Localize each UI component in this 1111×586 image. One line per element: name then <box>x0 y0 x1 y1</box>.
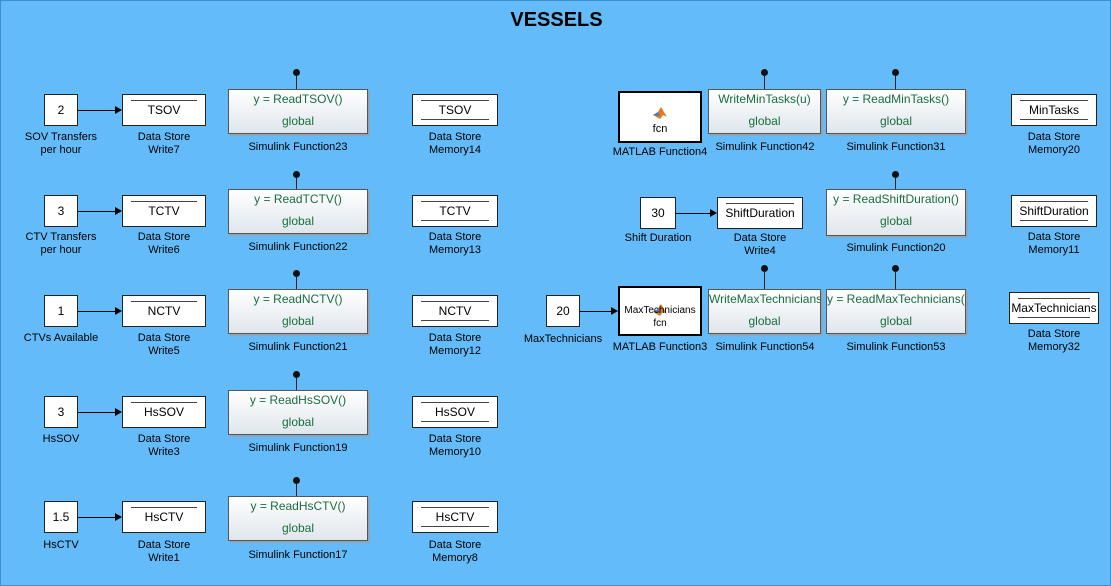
function-trigger-port <box>892 265 899 272</box>
signal-line <box>78 311 115 312</box>
signal-line <box>580 311 611 312</box>
data-store-write-label: Data Store Write7 <box>137 131 191 156</box>
matlab-function-label: MATLAB Function4 <box>612 146 708 158</box>
data-store-memory[interactable]: HsCTV <box>412 501 498 533</box>
data-store-write-label: Data Store Write4 <box>733 232 787 257</box>
simulink-function-block[interactable]: y = ReadTCTV()global <box>228 189 368 234</box>
data-store-write-label: Data Store Write6 <box>137 231 191 256</box>
function-trigger-port <box>761 265 768 272</box>
simulink-function-label: Simulink Function22 <box>248 241 348 253</box>
data-store-memory-label: Data Store Memory12 <box>428 332 482 357</box>
simulink-function-label: Simulink Function21 <box>248 341 348 353</box>
constant-label: Shift Duration <box>624 232 692 244</box>
matlab-function-block[interactable]: fcn <box>618 91 702 143</box>
data-store-write[interactable]: NCTV <box>122 295 206 327</box>
data-store-write[interactable]: TCTV <box>122 195 206 227</box>
constant-block[interactable]: 30 <box>640 197 676 229</box>
function-trigger-port <box>892 171 899 178</box>
data-store-memory[interactable]: MaxTechnicians <box>1009 292 1099 324</box>
constant-label: HsSOV <box>42 433 80 445</box>
simulink-function-block[interactable]: y = ReadHsSOV()global <box>228 390 368 435</box>
simulink-function-block[interactable]: WriteMaxTechnicians(u)global <box>708 289 821 334</box>
signal-arrow <box>115 408 122 416</box>
function-trigger-port <box>293 270 300 277</box>
data-store-memory-label: Data Store Memory14 <box>428 131 482 156</box>
simulink-function-block[interactable]: y = ReadNCTV()global <box>228 289 368 334</box>
signal-arrow <box>115 307 122 315</box>
simulink-function-label: Simulink Function20 <box>846 242 946 254</box>
simulink-function-label: Simulink Function17 <box>248 549 348 561</box>
simulink-function-block[interactable]: y = ReadTSOV()global <box>228 89 368 134</box>
simulink-function-label: Simulink Function23 <box>248 141 348 153</box>
simulink-function-label: Simulink Function53 <box>846 341 946 353</box>
signal-line <box>676 213 710 214</box>
function-trigger-port <box>293 69 300 76</box>
matlab-logo-icon <box>653 304 667 316</box>
constant-block[interactable]: 1 <box>44 295 78 327</box>
data-store-write-label: Data Store Write3 <box>137 433 191 458</box>
function-trigger-port <box>892 69 899 76</box>
function-trigger-port <box>293 171 300 178</box>
data-store-memory[interactable]: MinTasks <box>1011 94 1097 126</box>
data-store-write-label: Data Store Write1 <box>137 539 191 564</box>
signal-line <box>78 517 115 518</box>
data-store-write[interactable]: HsSOV <box>122 396 206 428</box>
signal-line <box>78 110 115 111</box>
constant-block[interactable]: 1.5 <box>44 501 78 533</box>
data-store-write[interactable]: TSOV <box>122 94 206 126</box>
simulink-function-label: Simulink Function54 <box>715 341 815 353</box>
simulink-function-block[interactable]: y = ReadHsCTV()global <box>228 496 368 541</box>
data-store-memory[interactable]: TSOV <box>412 94 498 126</box>
function-trigger-port <box>761 69 768 76</box>
constant-label: CTV Transfers per hour <box>25 231 97 256</box>
signal-arrow <box>611 307 618 315</box>
signal-line <box>78 412 115 413</box>
constant-block[interactable]: 20 <box>546 295 580 327</box>
function-trigger-port <box>293 477 300 484</box>
signal-arrow <box>710 209 717 217</box>
signal-line <box>78 211 115 212</box>
data-store-memory[interactable]: HsSOV <box>412 396 498 428</box>
matlab-function-label: MATLAB Function3 <box>612 341 708 353</box>
constant-label: MaxTechnicians <box>523 333 603 345</box>
simulink-function-block[interactable]: y = ReadMinTasks()global <box>826 89 966 134</box>
function-trigger-port <box>293 371 300 378</box>
data-store-memory-label: Data Store Memory20 <box>1027 131 1081 156</box>
constant-block[interactable]: 2 <box>44 94 78 126</box>
data-store-write[interactable]: HsCTV <box>122 501 206 533</box>
data-store-write-label: Data Store Write5 <box>137 332 191 357</box>
data-store-memory-label: Data Store Memory32 <box>1027 328 1081 353</box>
constant-label: CTVs Available <box>23 332 99 344</box>
simulink-function-label: Simulink Function31 <box>846 141 946 153</box>
data-store-memory[interactable]: ShiftDuration <box>1011 195 1097 227</box>
signal-arrow <box>115 106 122 114</box>
data-store-memory[interactable]: NCTV <box>412 295 498 327</box>
data-store-memory-label: Data Store Memory11 <box>1027 231 1081 256</box>
simulink-function-label: Simulink Function19 <box>248 442 348 454</box>
data-store-write[interactable]: ShiftDuration <box>717 197 803 229</box>
matlab-function-block[interactable]: MaxTechnicians fcn <box>618 286 702 336</box>
simulink-function-label: Simulink Function42 <box>715 141 815 153</box>
matlab-logo-icon <box>653 107 667 119</box>
signal-arrow <box>115 207 122 215</box>
signal-arrow <box>115 513 122 521</box>
data-store-memory[interactable]: TCTV <box>412 195 498 227</box>
diagram-title: VESSELS <box>510 9 603 31</box>
constant-block[interactable]: 3 <box>44 396 78 428</box>
data-store-memory-label: Data Store Memory10 <box>428 433 482 458</box>
simulink-function-block[interactable]: y = ReadShiftDuration()global <box>826 189 966 236</box>
constant-block[interactable]: 3 <box>44 195 78 227</box>
data-store-memory-label: Data Store Memory8 <box>428 539 482 564</box>
simulink-function-block[interactable]: WriteMinTasks(u)global <box>708 89 821 134</box>
constant-label: SOV Transfers per hour <box>24 131 98 156</box>
data-store-memory-label: Data Store Memory13 <box>428 231 482 256</box>
constant-label: HsCTV <box>43 539 79 551</box>
simulink-function-block[interactable]: y = ReadMaxTechnicians()global <box>826 289 966 334</box>
